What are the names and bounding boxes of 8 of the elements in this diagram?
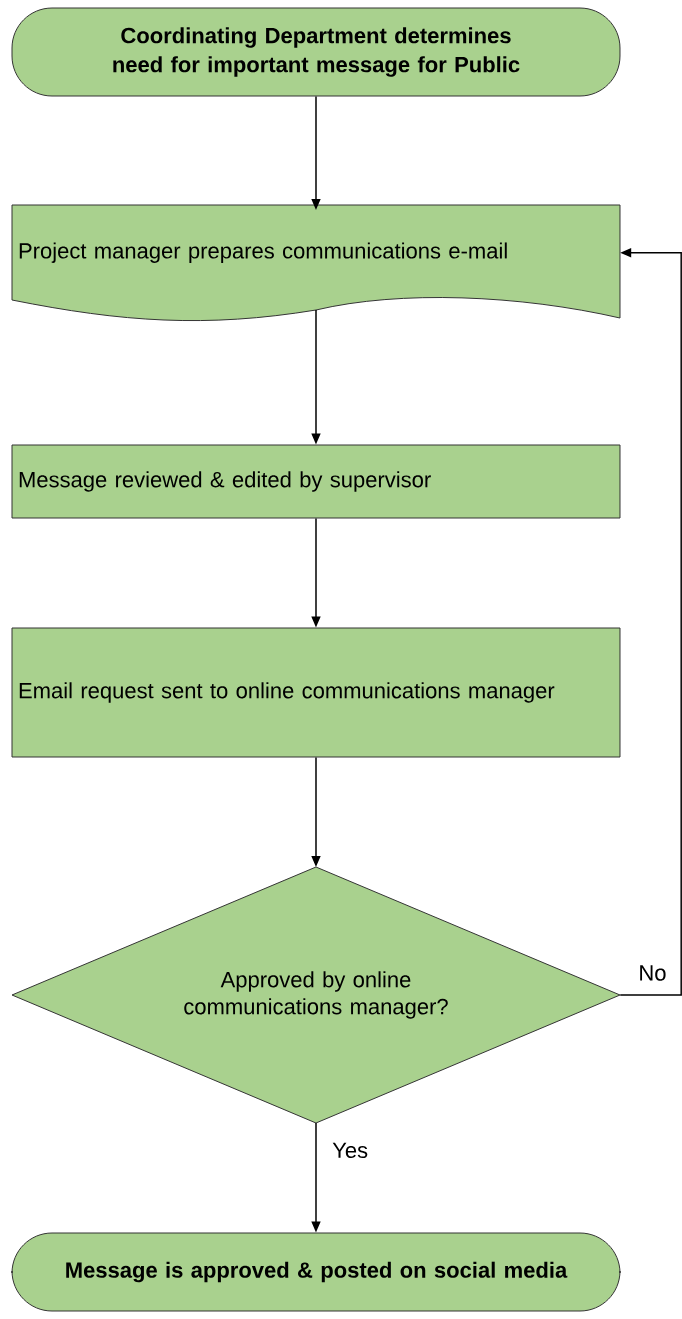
terminator-box: Message is approved & posted on social media	[11, 1232, 621, 1312]
document-box: Project manager prepares communications e-mail	[11, 204, 621, 322]
process-box: Email request sent to online communications manager	[11, 627, 621, 758]
edge-label: Yes	[332, 1142, 368, 1159]
arrow	[619, 248, 682, 996]
edge-label: No	[640, 965, 666, 981]
process-box: Message reviewed & edited by supervisor	[11, 444, 621, 519]
terminator-box: Coordinating Department determines need for important message for Public	[11, 7, 621, 97]
